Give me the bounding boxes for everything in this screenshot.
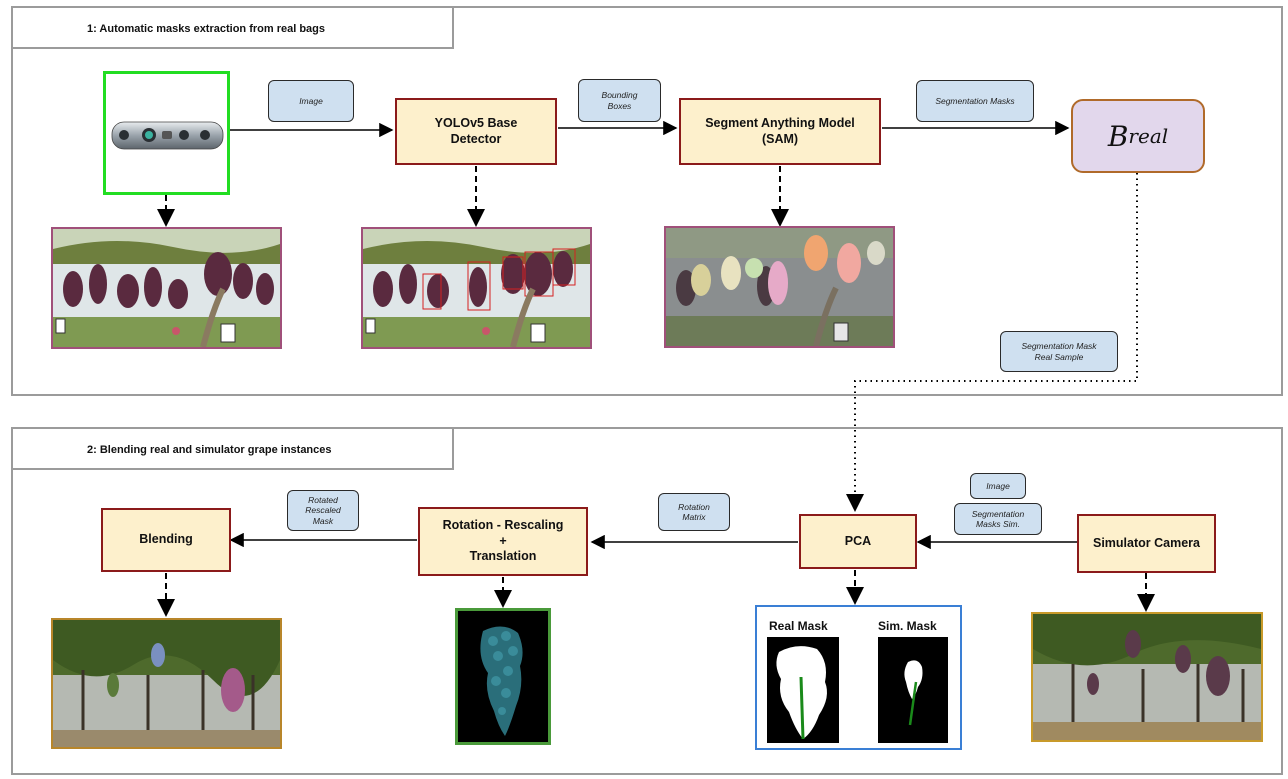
edge-label-seg-mask-real: Segmentation Mask Real Sample	[1000, 331, 1118, 372]
rotated-mask-image	[455, 608, 551, 745]
rotation-rescaling-label: Rotation - Rescaling + Translation	[442, 518, 564, 564]
edge-label-rotation-matrix: Rotation Matrix	[658, 493, 730, 531]
sam-node[interactable]: Segment Anything Model (SAM)	[679, 98, 881, 165]
depth-camera-image	[103, 71, 230, 195]
sim-mask-image	[878, 637, 948, 743]
edge-label-seg-masks-sim: Segmentation Masks Sim.	[954, 503, 1042, 535]
pca-node[interactable]: PCA	[799, 514, 917, 569]
b-real-subscript: real	[1128, 124, 1169, 148]
yolo-detector-label: YOLOv5 Base Detector	[434, 115, 518, 146]
rotation-rescaling-node[interactable]: Rotation - Rescaling + Translation	[418, 507, 588, 576]
panel2-title: 2: Blending real and simulator grape ins…	[11, 427, 454, 470]
simulator-camera-label: Simulator Camera	[1093, 535, 1200, 550]
sim-mask-title: Sim. Mask	[878, 619, 937, 633]
real-mask-title: Real Mask	[769, 619, 828, 633]
edge-label-image-1: Image	[268, 80, 354, 122]
simulator-camera-photo	[1031, 612, 1263, 742]
panel1-title: 1: Automatic masks extraction from real …	[11, 6, 454, 49]
edge-label-image-2: Image	[970, 473, 1026, 499]
edge-label-bounding-boxes: Bounding Boxes	[578, 79, 661, 122]
pca-masks-panel: Real Mask Sim. Mask	[755, 605, 962, 750]
edge-label-segmentation-masks: Segmentation Masks	[916, 80, 1034, 122]
pca-label: PCA	[844, 533, 872, 548]
real-vineyard-photo	[51, 227, 282, 349]
b-real-base: B	[1107, 119, 1129, 153]
edge-label-rotated-rescaled-mask: Rotated Rescaled Mask	[287, 490, 359, 531]
blending-label: Blending	[139, 532, 193, 547]
blending-node[interactable]: Blending	[101, 508, 231, 572]
sam-label: Segment Anything Model (SAM)	[705, 115, 855, 146]
yolo-detection-photo	[361, 227, 592, 349]
sam-segmentation-photo	[664, 226, 895, 348]
simulator-camera-node[interactable]: Simulator Camera	[1077, 514, 1216, 573]
real-mask-image	[767, 637, 839, 743]
blended-result-photo	[51, 618, 282, 749]
yolo-detector-node[interactable]: YOLOv5 Base Detector	[395, 98, 557, 165]
